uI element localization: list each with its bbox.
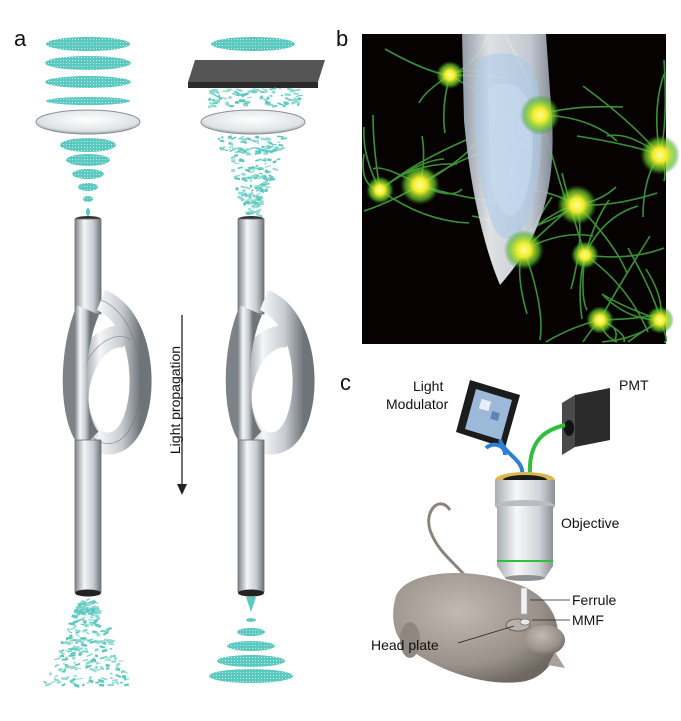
neuron-soma bbox=[646, 306, 674, 334]
mmf-label: MMF bbox=[572, 612, 604, 628]
right-speckle-incoming bbox=[207, 87, 303, 109]
neuron-soma bbox=[366, 176, 394, 204]
neuron-soma bbox=[571, 241, 599, 269]
right-multimode-fiber bbox=[225, 216, 315, 597]
pmt-label: PMT bbox=[619, 377, 649, 393]
left-speckle-output bbox=[43, 598, 130, 688]
right-lens bbox=[200, 109, 306, 135]
neuron-soma bbox=[586, 306, 614, 334]
right-light-modulator-block bbox=[188, 37, 325, 88]
panel-letter-c: c bbox=[340, 370, 351, 395]
objective-lens bbox=[495, 472, 555, 581]
light-modulator-label-line1: Light bbox=[413, 378, 444, 394]
mouse-illustration bbox=[393, 502, 565, 683]
neuron-soma bbox=[557, 185, 597, 225]
light-propagation-label: Light propagation bbox=[167, 345, 183, 455]
neuron-soma bbox=[400, 165, 440, 205]
neuron-soma bbox=[436, 61, 464, 89]
green-fiber bbox=[527, 423, 566, 477]
neuron-soma bbox=[640, 135, 680, 175]
panel-b-neuron-image bbox=[362, 34, 680, 344]
pmt-device bbox=[562, 388, 610, 455]
objective-label: Objective bbox=[561, 515, 620, 531]
panel-letter-a: a bbox=[14, 26, 27, 51]
left-converging-wavefronts bbox=[60, 138, 116, 216]
right-speckle-cone bbox=[217, 135, 287, 218]
light-modulator-label-line2: Modulator bbox=[386, 396, 449, 412]
blue-fiber bbox=[498, 439, 525, 477]
left-incoming-wavefronts bbox=[45, 37, 131, 105]
ferrule bbox=[520, 587, 528, 615]
neuron-soma bbox=[504, 230, 544, 270]
light-modulator-device bbox=[456, 380, 520, 448]
head-plate-label: Head plate bbox=[371, 637, 439, 653]
neuron-soma bbox=[520, 95, 560, 135]
light-propagation-arrow bbox=[177, 315, 187, 495]
panel-letter-b: b bbox=[336, 26, 349, 51]
left-lens bbox=[35, 109, 141, 135]
right-focused-output bbox=[209, 597, 293, 683]
left-multimode-fiber bbox=[62, 216, 152, 597]
ferrule-label: Ferrule bbox=[572, 592, 617, 608]
